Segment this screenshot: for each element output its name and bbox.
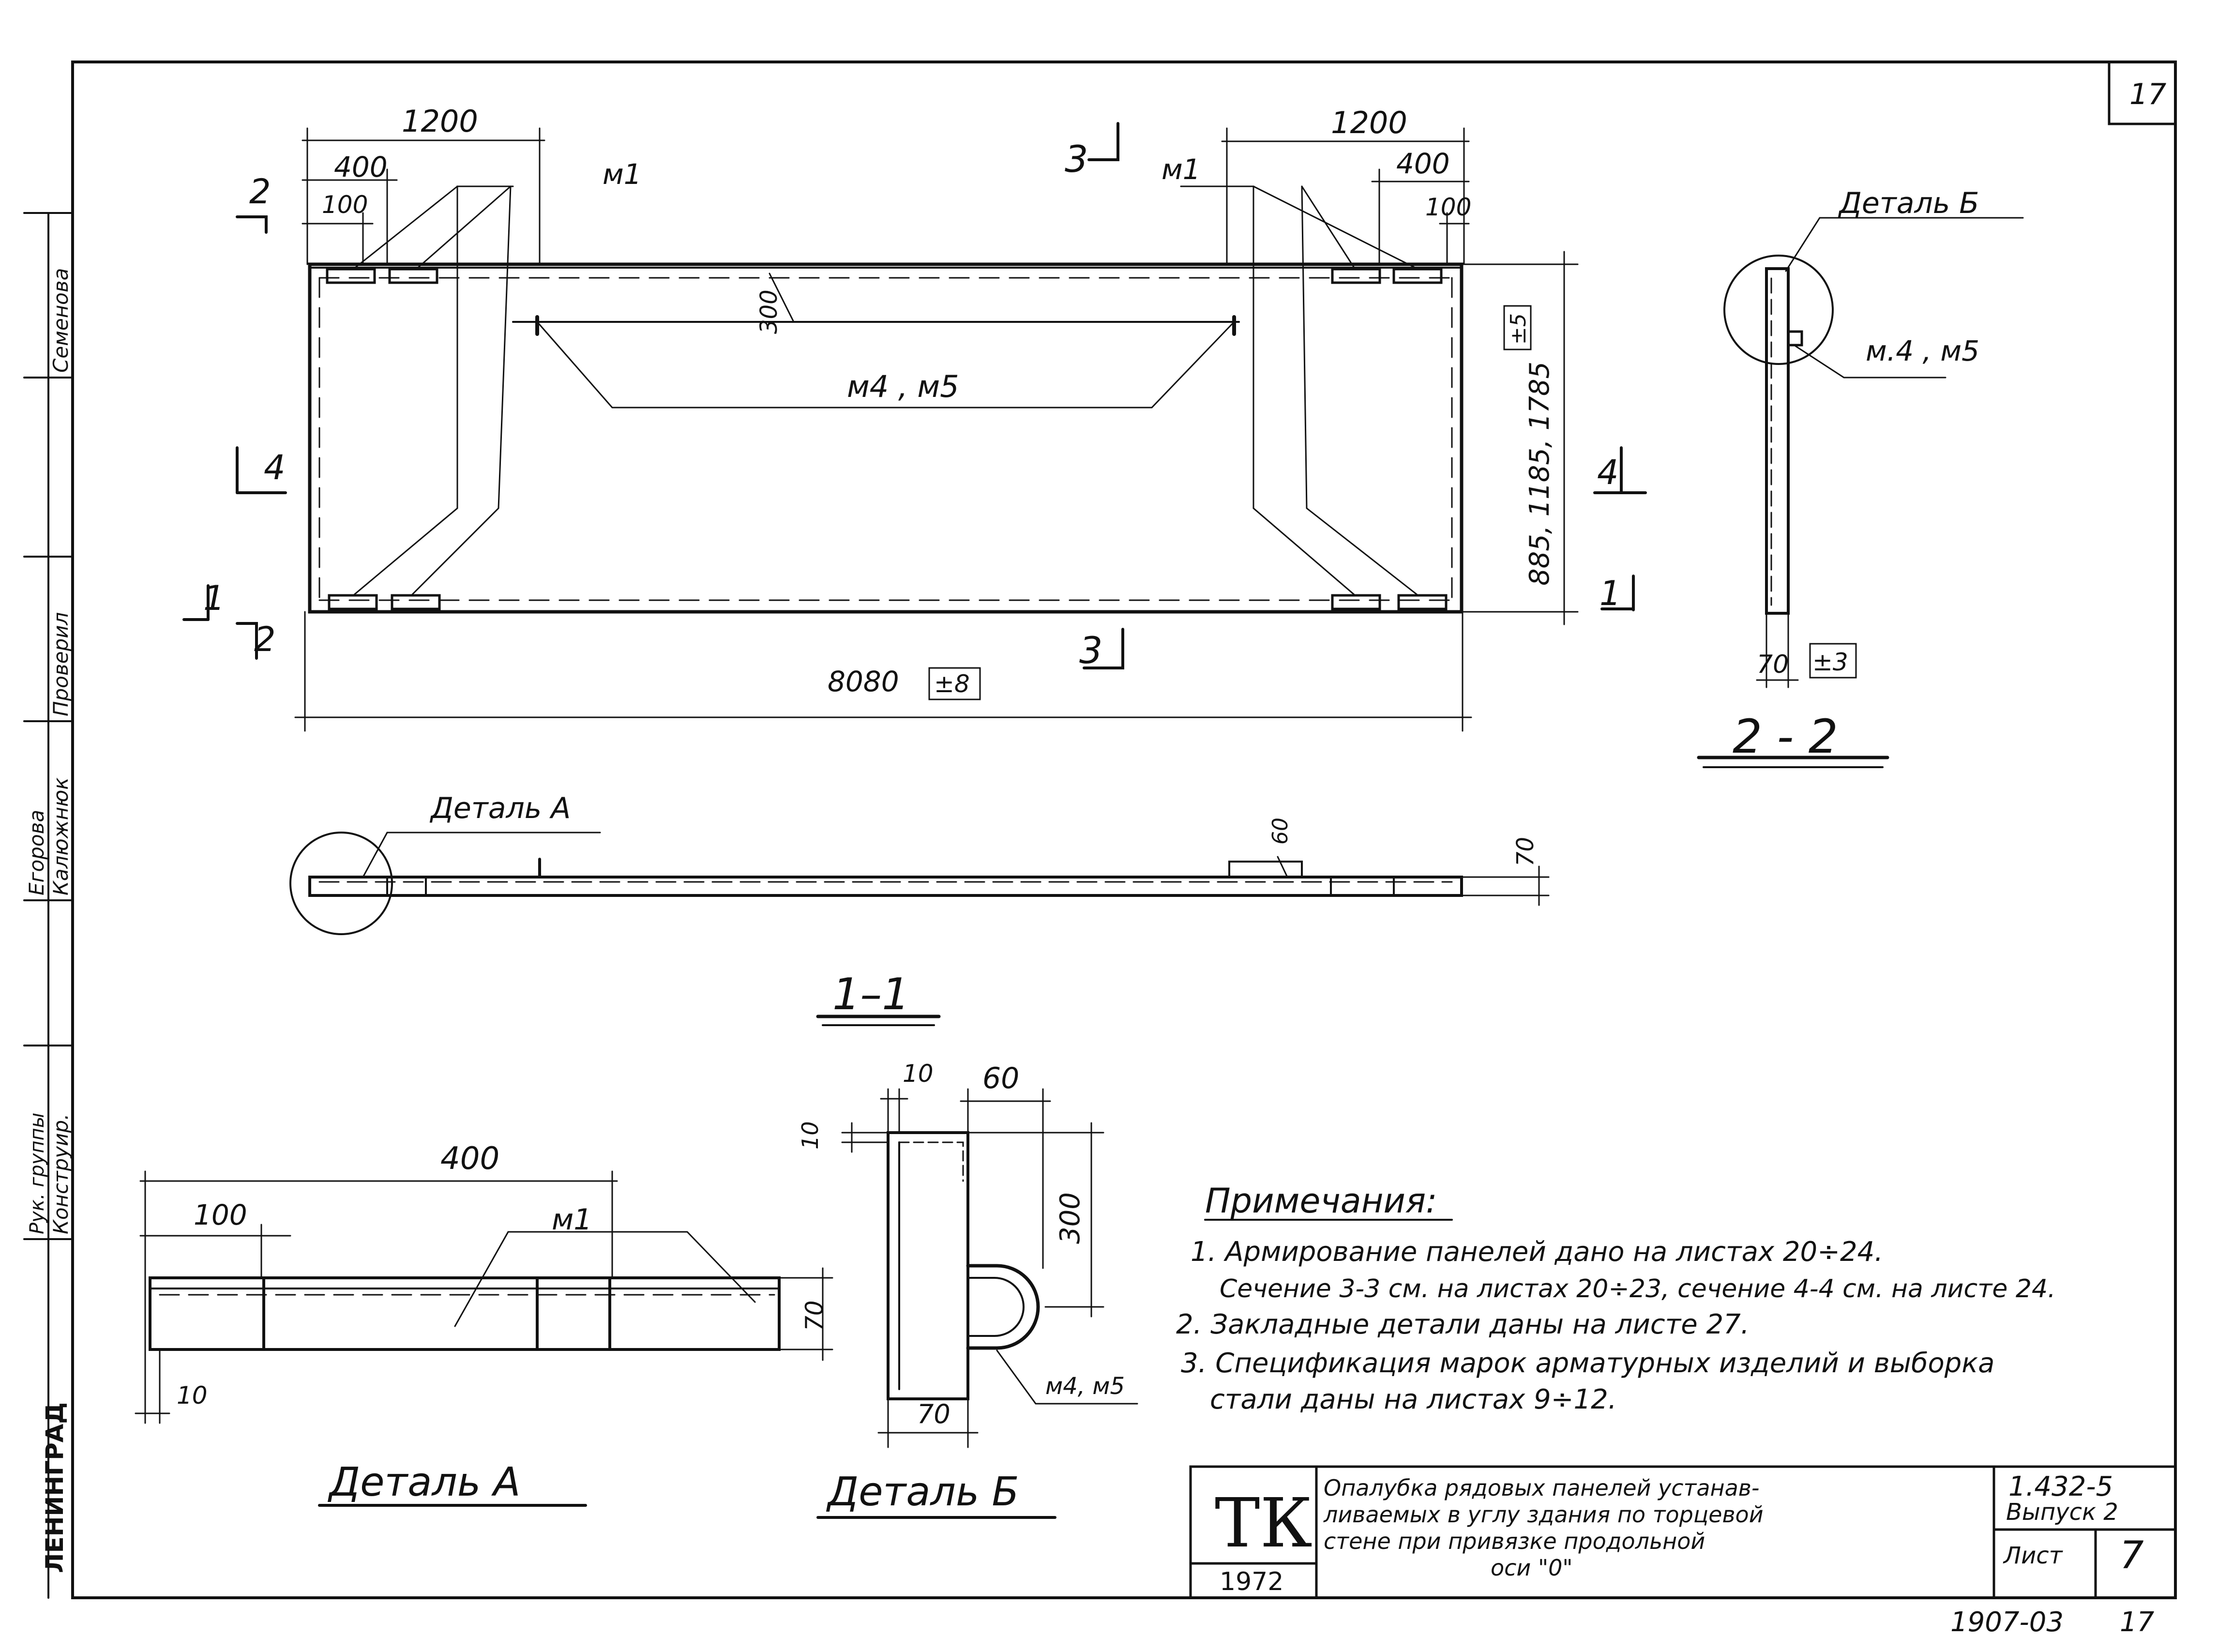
detail-b <box>816 1088 1138 1519</box>
plate-m1 <box>1392 268 1443 284</box>
notes-line-3: 2. Закладные детали даны на листе 27. <box>1176 1309 1750 1340</box>
cut-2-top: 2 <box>249 172 271 212</box>
section-1-1-dim-60: 60 <box>1268 818 1293 845</box>
plate-m1 <box>388 268 438 284</box>
dim-right-400: 400 <box>1396 147 1450 180</box>
section-2-2-tolerance: ±3 <box>1812 648 1848 676</box>
title-block-description-4: оси "0" <box>1491 1555 1573 1581</box>
dim-right-100: 100 <box>1425 193 1471 221</box>
side-stamp-name-egorova: Егорова <box>25 810 48 895</box>
plate-m1 <box>326 268 376 284</box>
section-2-2-dim-70: 70 <box>1757 650 1789 679</box>
detail-a-mark: м1 <box>552 1203 592 1237</box>
title-block-series: 1.432-5 <box>2008 1471 2113 1502</box>
section-2-2-tolerance-box <box>1809 643 1857 679</box>
plate-m1 <box>1397 594 1448 610</box>
detail-a-dim-70: 70 <box>800 1300 829 1331</box>
archive-number: 1907-03 <box>1950 1607 2064 1638</box>
title-block-description-3: стене при привязке продольной <box>1324 1528 1705 1554</box>
label-m4-m5: м4 , м5 <box>847 369 959 404</box>
notes-line-1: 1. Армирование панелей дано на листах 20… <box>1191 1236 1883 1268</box>
detail-a-callout-label: Деталь А <box>429 791 571 825</box>
cut-1-left: 1 <box>203 578 225 618</box>
length-tolerance-box <box>928 667 981 700</box>
section-2-2 <box>1697 217 2024 768</box>
detail-b-title: Деталь Б <box>826 1469 1019 1515</box>
length-tolerance: ±8 <box>934 670 970 698</box>
notes-line-4: 3. Спецификация марок арматурных изделий… <box>1181 1348 1994 1379</box>
side-stamp-name-kalyuzhnyuk: Калюжнюк <box>49 777 73 895</box>
cut-3-top: 3 <box>1065 137 1088 181</box>
label-m1-right: м1 <box>1162 153 1201 186</box>
side-stamp-role-proveril: Проверил <box>49 612 73 716</box>
dim-right-1200: 1200 <box>1331 105 1407 140</box>
title-block-description-1: Опалубка рядовых панелей устанав- <box>1324 1475 1759 1501</box>
detail-a-dim-100: 100 <box>194 1198 247 1231</box>
cut-1-right: 1 <box>1599 574 1621 613</box>
notes-line-5: стали даны на листах 9÷12. <box>1210 1384 1617 1415</box>
label-m1-left: м1 <box>603 158 642 191</box>
title-block-issue: Выпуск 2 <box>2006 1499 2118 1526</box>
detail-a-callout <box>289 832 393 935</box>
detail-a <box>135 1170 833 1507</box>
detail-b-dim-300: 300 <box>1055 1192 1086 1244</box>
title-block-logo: ТК <box>1215 1484 1313 1563</box>
dim-left-100: 100 <box>322 191 368 219</box>
plate-m1 <box>1331 268 1381 284</box>
corner-number-box <box>2108 61 2177 125</box>
side-stamp-role-konstr: Конструир. <box>49 1114 73 1234</box>
title-block-sheet-number: 7 <box>2120 1534 2144 1577</box>
detail-b-callout-label: Деталь Б <box>1838 186 1979 220</box>
plate-m1 <box>328 594 378 610</box>
detail-b-mark: м4, м5 <box>1045 1373 1125 1400</box>
section-1-1-dim-70: 70 <box>1512 837 1539 866</box>
archive-page: 17 <box>2120 1607 2155 1638</box>
title-block-year: 1972 <box>1220 1567 1283 1596</box>
height-dims: 885, 1185, 1785 <box>1524 362 1555 586</box>
plate-m1 <box>1331 594 1381 610</box>
section-2-2-title: 2 - 2 <box>1733 710 1838 764</box>
section-2-2-mark: м.4 , м5 <box>1866 334 1979 367</box>
section-1-1-profile <box>308 876 1463 897</box>
cut-2-bottom: 2 <box>254 620 276 659</box>
detail-a-dim-400: 400 <box>440 1141 499 1177</box>
cut-4-right: 4 <box>1597 453 1619 492</box>
side-stamp <box>23 212 74 1599</box>
detail-b-callout <box>1723 255 1834 365</box>
corner-number: 17 <box>2129 77 2166 111</box>
detail-b-dim-10-left: 10 <box>797 1121 823 1150</box>
title-block-description-2: ливаемых в углу здания по торцевой <box>1323 1501 1764 1528</box>
detail-a-title: Деталь А <box>328 1459 520 1505</box>
dim-left-400: 400 <box>334 151 388 183</box>
detail-b-dim-70: 70 <box>917 1399 951 1429</box>
sheet-frame <box>71 61 2177 1599</box>
section-1-1 <box>289 832 1550 1026</box>
loop-m4m5 <box>1787 330 1803 347</box>
detail-b-dim-10-top: 10 <box>903 1060 934 1088</box>
side-stamp-name-semenova: Семенова <box>49 268 73 373</box>
section-2-2-profile <box>1765 267 1790 615</box>
detail-a-dim-10: 10 <box>177 1381 208 1410</box>
cut-3-bottom: 3 <box>1079 629 1102 672</box>
side-stamp-city: ЛЕНИНГРАД <box>41 1402 69 1573</box>
detail-a-plate <box>149 1276 781 1351</box>
side-stamp-role-ruk: Рук. группы <box>26 1113 48 1234</box>
length-value: 8080 <box>828 665 899 698</box>
notes-heading: Примечания: <box>1205 1181 1437 1221</box>
title-block <box>1189 1465 2177 1599</box>
detail-b-loop <box>966 1264 1040 1350</box>
notes-line-2: Сечение 3-3 см. на листах 20÷23, сечение… <box>1220 1274 2056 1303</box>
plate-m1 <box>391 594 441 610</box>
detail-b-dim-60: 60 <box>982 1061 1019 1095</box>
label-300: 300 <box>755 289 783 334</box>
cut-4-left: 4 <box>264 448 286 487</box>
panel-plan <box>182 122 1647 732</box>
height-tolerance-box <box>1503 305 1532 350</box>
section-1-1-title: 1–1 <box>832 969 910 1020</box>
height-tolerance: ±5 <box>1506 313 1531 345</box>
dim-left-1200: 1200 <box>402 104 478 139</box>
panel-outline <box>308 262 1464 614</box>
title-block-sheet-label: Лист <box>2003 1542 2064 1569</box>
